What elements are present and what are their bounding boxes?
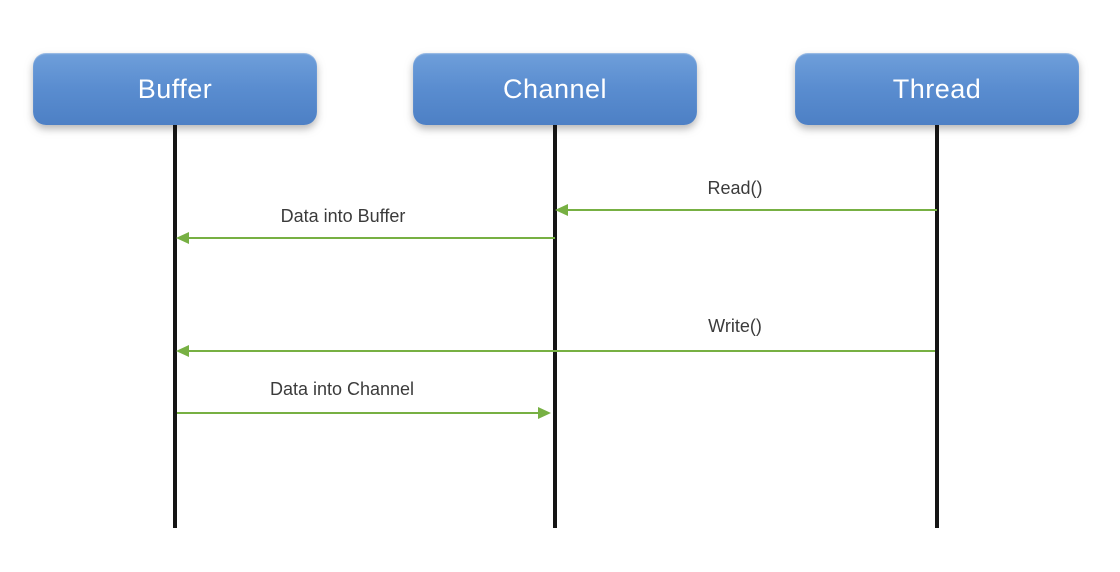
message-line-write [188, 350, 935, 352]
message-label-write: Write() [708, 316, 762, 336]
message-line-read [567, 209, 937, 211]
arrowhead-left-icon [555, 204, 568, 216]
actor-label-buffer: Buffer [137, 73, 213, 104]
message-label-data-into-channel: Data into Channel [269, 379, 415, 399]
arrowhead-right-icon [538, 407, 551, 419]
actor-box-buffer: Buffer [33, 53, 317, 125]
message-line-data-into-buffer [188, 237, 555, 239]
message-label-read: Read() [707, 178, 763, 198]
actor-box-thread: Thread [795, 53, 1079, 125]
actor-label-channel: Channel [502, 73, 608, 104]
message-label-data-into-buffer: Data into Buffer [280, 206, 406, 226]
lifeline-channel [553, 125, 557, 528]
actor-label-thread: Thread [892, 73, 982, 104]
lifeline-buffer [173, 125, 177, 528]
arrowhead-left-icon [176, 232, 189, 244]
arrowhead-left-icon [176, 345, 189, 357]
actor-box-channel: Channel [413, 53, 697, 125]
message-line-data-into-channel [177, 412, 539, 414]
lifeline-thread [935, 125, 939, 528]
